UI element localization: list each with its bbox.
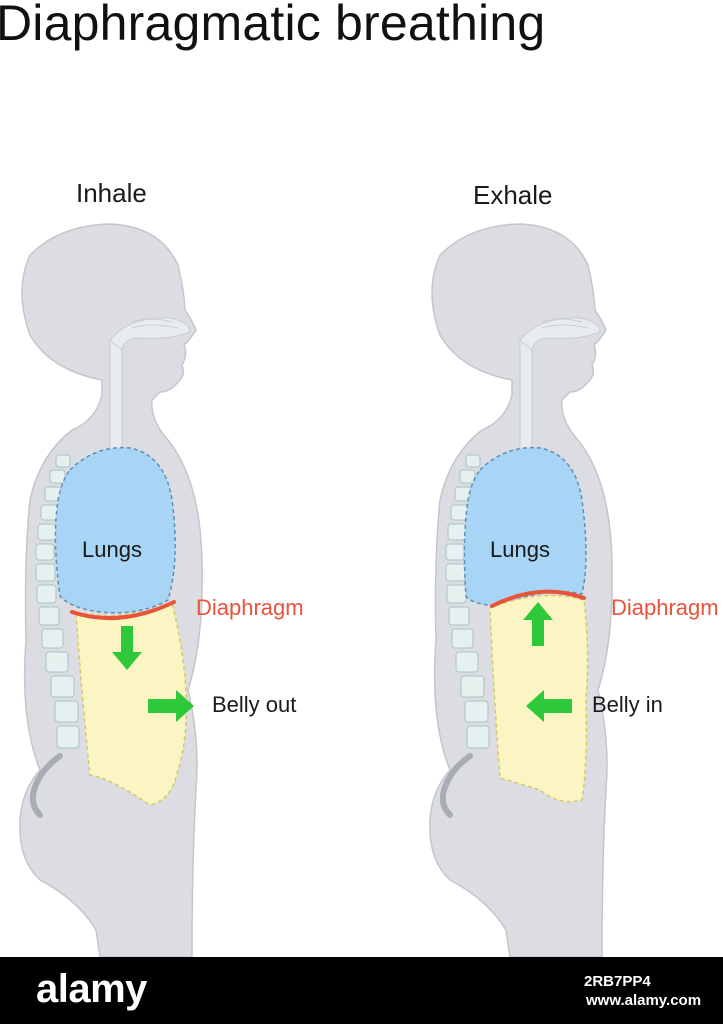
brand-logo: alamy [36,967,147,1011]
arrow-down-icon [112,626,142,670]
exhale-figure [429,223,613,957]
inhale-lungs [54,446,176,614]
exhale-diaphragm-label: Diaphragm [611,595,719,620]
exhale-belly-label: Belly in [592,692,663,717]
inhale-label: Inhale [76,178,147,208]
inhale-spine [35,454,80,749]
inhale-lungs-label: Lungs [82,537,142,562]
page-title: Diaphragmatic breathing [0,0,546,51]
arrow-left-icon [526,690,572,722]
breathing-diagram: Lungs Diaphragm Belly out Lungs Diaphrag… [19,223,719,957]
inhale-diaphragm [70,600,176,621]
inhale-diaphragm-label: Diaphragm [196,595,304,620]
exhale-diaphragm [490,589,586,608]
arrow-right-icon [148,690,194,722]
exhale-lungs [463,446,587,607]
footer-bar [0,957,723,1024]
inhale-belly-label: Belly out [212,692,296,717]
arrow-up-icon [523,602,553,646]
image-id: 2RB7PP4 [584,973,651,990]
exhale-spine [445,454,490,749]
exhale-lungs-label: Lungs [490,537,550,562]
inhale-figure [19,223,203,957]
inhale-abdomen [75,603,188,806]
exhale-label: Exhale [473,180,553,210]
site-url: www.alamy.com [586,992,702,1009]
